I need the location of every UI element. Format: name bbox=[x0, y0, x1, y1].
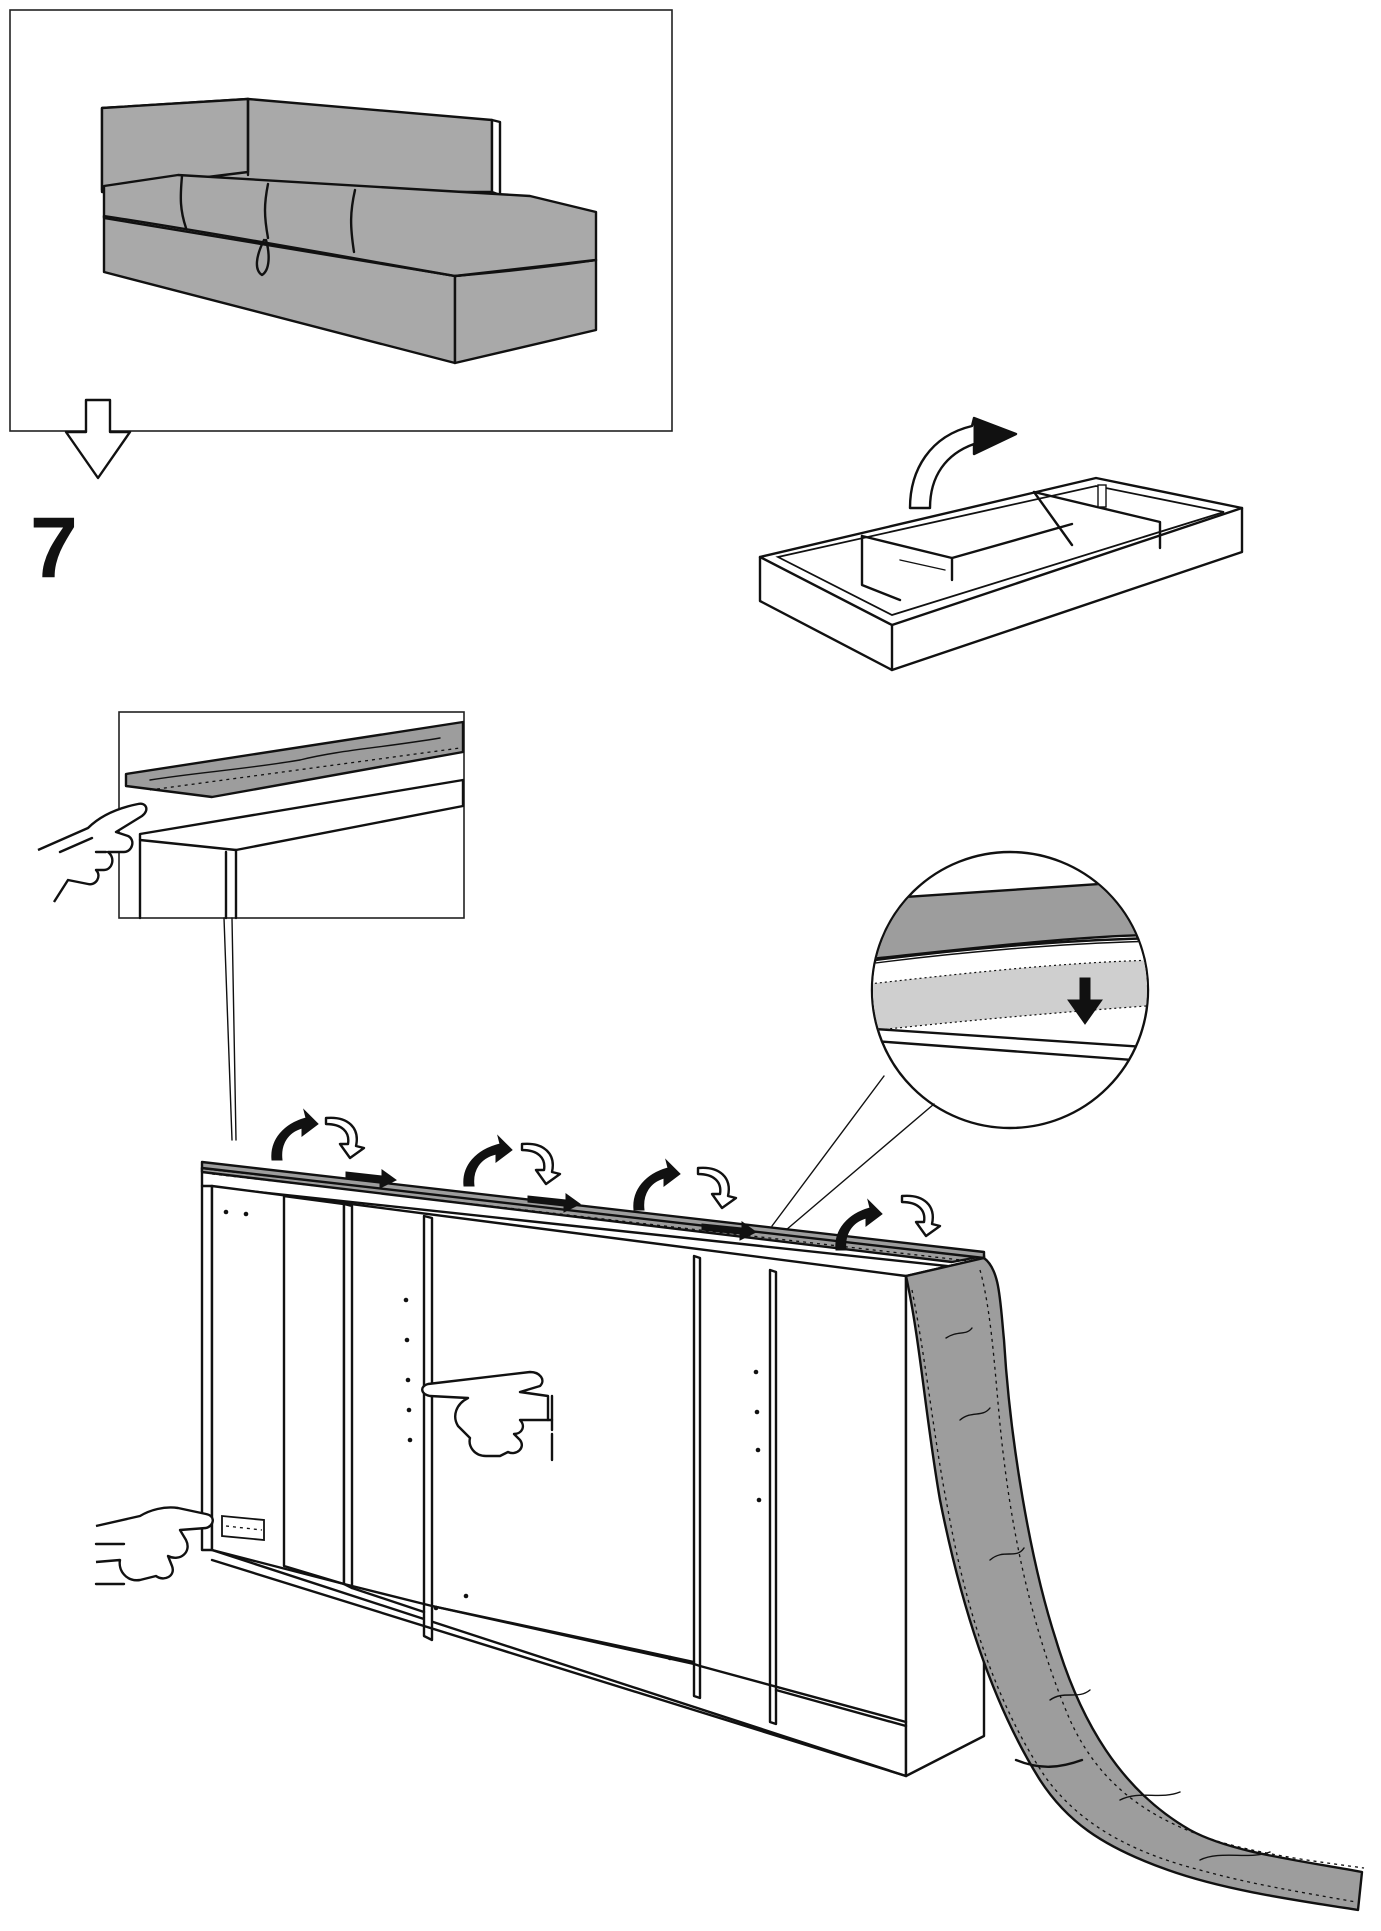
pointing-hand-icon bbox=[37, 802, 148, 903]
storage-frame-flip bbox=[758, 416, 1244, 672]
bracket-hinge bbox=[221, 1515, 265, 1541]
sofa-overview-inset bbox=[9, 9, 673, 432]
pointing-hand-icon bbox=[421, 1370, 554, 1462]
frame-holes bbox=[223, 1209, 762, 1661]
press-arrow-icon bbox=[271, 1108, 883, 1251]
fabric-cover-magnifier bbox=[771, 850, 1150, 1231]
right-arrow-icon bbox=[345, 1169, 757, 1241]
rotate-arrow-icon bbox=[908, 416, 1018, 510]
step-number: 7 bbox=[30, 500, 78, 596]
release-arrow-icon bbox=[324, 1116, 942, 1238]
sofa-back-frame-with-fabric bbox=[200, 1160, 1365, 1912]
top-panel-detail-inset bbox=[118, 711, 465, 920]
down-hollow-arrow-icon bbox=[64, 398, 132, 480]
down-arrow-icon bbox=[1067, 977, 1103, 1025]
pointing-hand-icon bbox=[94, 1506, 214, 1586]
